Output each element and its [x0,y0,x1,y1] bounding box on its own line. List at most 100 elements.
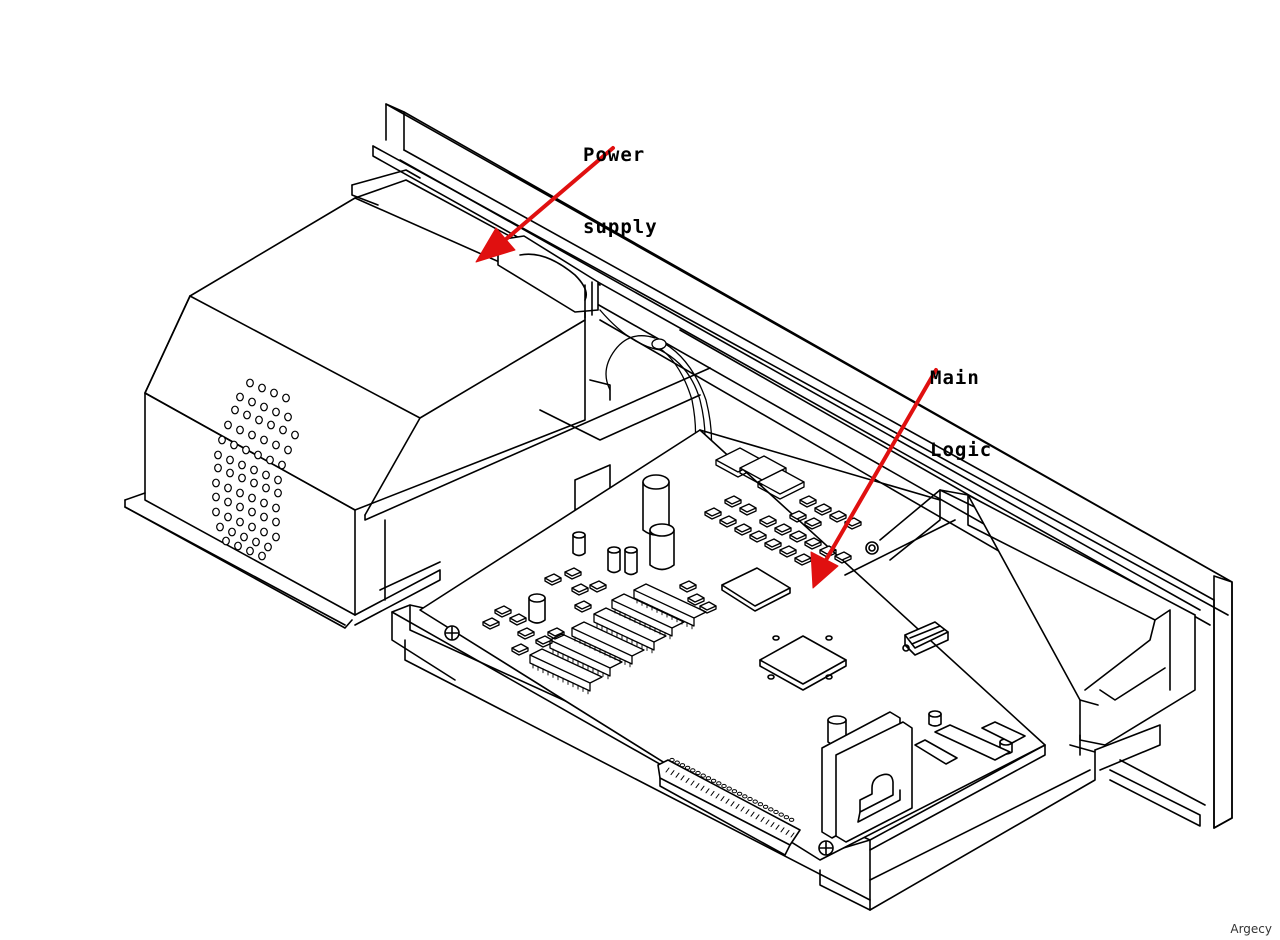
port-contact [742,794,748,799]
smd-edge [719,519,737,528]
smd-edge [799,499,817,508]
vent-hole [258,383,266,393]
vent-hole [264,542,272,552]
smd-edge [574,604,592,613]
vent-hole [240,532,248,542]
port-pin [670,770,675,776]
vent-hole [262,470,270,480]
port-contact [705,776,712,781]
vent-hole [224,420,232,430]
port-pin [735,803,740,809]
port-pin [780,827,785,833]
port-contact [700,773,706,778]
vent-hole [236,392,244,402]
label-logic-line1: Main [930,367,980,389]
vent-hole [274,475,282,485]
vent-hole [236,502,244,512]
port-pin [720,796,725,802]
vent-hole [274,488,282,498]
vent-hole [291,430,299,440]
vent-hole [266,455,274,465]
port-contact [690,768,696,773]
vent-hole [212,507,220,517]
port-contact [679,763,686,768]
port-pin [665,767,670,773]
port-pin [705,788,710,794]
vent-hole [272,407,280,417]
vent-hole [224,512,232,522]
vent-hole [242,445,250,455]
dip-ic [549,633,623,669]
smd-edge [834,555,852,564]
smd-edge [739,507,757,516]
vent-hole [243,410,251,420]
smd-part [814,503,832,513]
port-contact [669,757,675,763]
vent-hole [228,527,236,537]
vent-hole [236,488,244,498]
port-pin [695,783,700,789]
smd-edge [547,631,565,640]
power-supply-housing [124,169,711,629]
vent-hole [260,512,268,522]
vent-hole [226,468,234,478]
vent-hole [260,498,268,508]
smd-edge [589,584,607,593]
vent-hole [272,440,280,450]
vent-hole [270,388,278,398]
vent-hole [222,536,230,546]
vent-hole [224,483,232,493]
port-contact [752,799,758,804]
port-pin [745,809,750,815]
card-slot [821,711,913,843]
label-power-line1: Power [583,144,646,166]
vent-holes [212,378,299,561]
vent-hole [224,497,232,507]
top-ic-edge [739,467,787,486]
capacitors [528,474,1013,755]
vent-hole [250,465,258,475]
dip-ic [593,607,667,643]
vent-hole [284,412,292,422]
port-pin [740,806,745,812]
port-pin [710,790,715,796]
port-contact [778,812,784,817]
dip-ic [529,648,603,684]
vent-hole [282,393,290,403]
smd-edge [511,647,529,656]
vent-hole [246,546,254,556]
vent-hole [248,493,256,503]
smd-edge [517,631,535,640]
vent-hole [248,507,256,517]
smd-edge [774,527,792,536]
port-pin [755,814,760,820]
port-pin [750,811,755,817]
smd-edge [804,521,822,530]
smd-edge [749,534,767,543]
smd-edge [704,511,722,520]
label-power-line2: supply [583,216,658,238]
dip-ic-edge [611,599,673,637]
smd-edge [779,549,797,558]
port-pin [765,819,770,825]
port-contact [747,796,753,802]
vent-hole [216,522,224,532]
smd-edge [699,605,717,614]
vent-hole [248,430,256,440]
smd-edge [687,597,705,606]
main-processor-chip [721,567,791,612]
port-pin [675,772,680,778]
vent-hole [214,463,222,473]
port-contact [736,791,743,796]
vent-hole [246,378,254,388]
label-logic-line2: Logic [930,439,993,461]
port-contact [695,770,701,776]
port-contact [684,765,691,770]
label-power-supply: Power supply [583,95,658,263]
port-contact [726,786,732,791]
smd-edge [789,534,807,543]
dip-ic [571,621,645,657]
vent-hole [212,492,220,502]
dip-ic-edge [593,613,655,651]
